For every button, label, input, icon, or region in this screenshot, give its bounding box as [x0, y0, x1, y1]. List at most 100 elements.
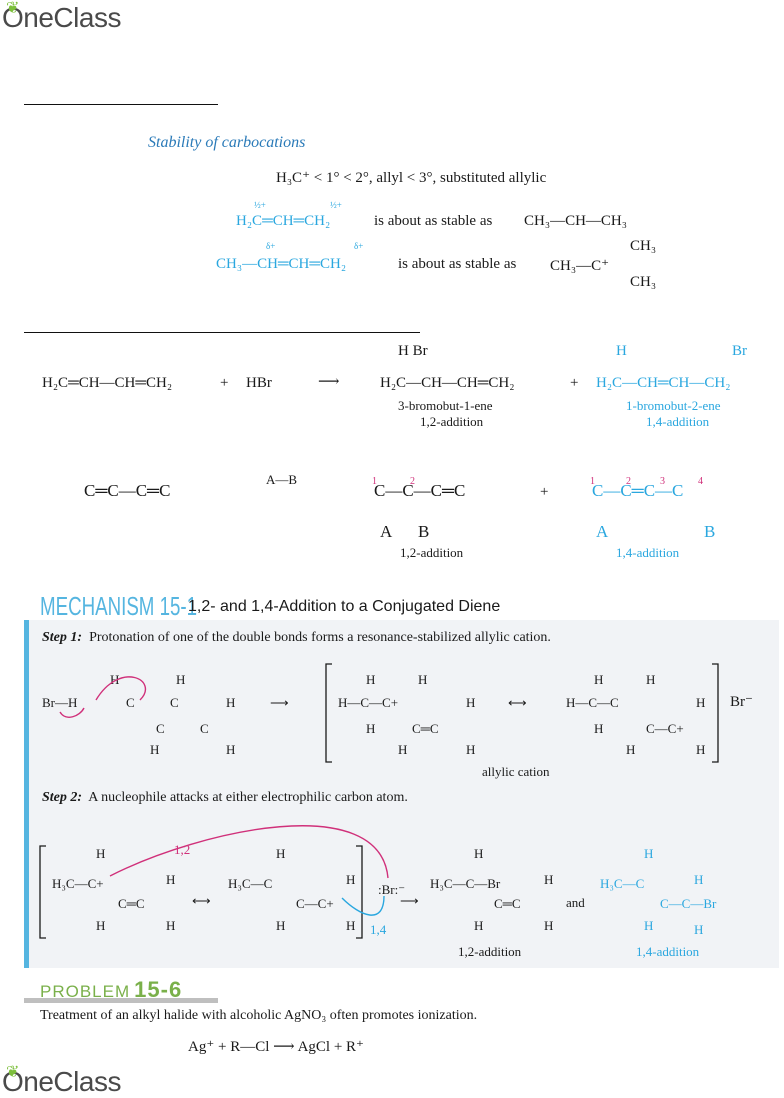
problem-heading: PROBLEM 15-6: [40, 977, 182, 1003]
svg-text:H: H: [594, 721, 603, 736]
svg-text:H: H: [466, 695, 475, 710]
half-plus-2: ½+: [330, 200, 342, 210]
header-logo-text: OneClass: [2, 2, 121, 33]
isopropyl-cation: CH₃—CH—CH₃: [524, 213, 627, 229]
problem-text: Treatment of an alkyl halide with alcoho…: [40, 1008, 478, 1023]
num-14-4: 4: [698, 476, 703, 487]
p12-substituents: H Br: [398, 343, 428, 359]
mechanism-box: [24, 620, 779, 968]
p12-formula: H₂C—CH—CH═CH₂: [380, 375, 515, 391]
svg-text:⟶: ⟶: [270, 695, 289, 710]
p14-formula: H₂C—CH═CH—CH₂: [596, 375, 731, 391]
svg-text:H: H: [166, 872, 175, 887]
svg-text:H: H: [150, 742, 159, 757]
general-p14-B: B: [704, 522, 716, 541]
svg-text:C═C: C═C: [118, 896, 145, 911]
svg-text:H: H: [544, 872, 553, 887]
allylic-cation-caption: allylic cation: [482, 764, 550, 779]
mechanism-title: MECHANISM 15-1: [40, 591, 198, 621]
svg-text:H: H: [544, 918, 553, 933]
footer-logo: ❦ OneClass: [2, 1064, 121, 1098]
svg-text:H: H: [646, 672, 655, 687]
svg-text:H₃C—C: H₃C—C: [228, 876, 272, 891]
svg-text:H: H: [696, 742, 705, 757]
p12-type: 1,2-addition: [420, 414, 484, 429]
p12-name: 3-bromobut-1-ene: [398, 398, 493, 413]
svg-text:H: H: [626, 742, 635, 757]
svg-text:C: C: [200, 721, 209, 736]
hbr-reagent: HBr: [246, 375, 272, 391]
comparison-text-1: is about as stable as: [374, 213, 493, 229]
arrow-label-14: 1,4: [370, 922, 387, 937]
svg-text:H—C—C+: H—C—C+: [338, 695, 398, 710]
svg-text:H: H: [346, 872, 355, 887]
general-p14-chain: C—C═C—C: [592, 481, 684, 500]
svg-text:H: H: [694, 922, 703, 937]
general-p14-type: 1,4-addition: [616, 545, 680, 560]
svg-text:H: H: [96, 918, 105, 933]
plus-sign-1: +: [220, 375, 229, 391]
bromide-counterion: Br⁻: [730, 694, 753, 710]
leaf-icon: ❦: [6, 0, 19, 17]
svg-text:H: H: [474, 918, 483, 933]
delta-plus-1: δ+: [266, 241, 276, 251]
num-14-1: 1: [590, 476, 595, 487]
svg-text:H: H: [366, 672, 375, 687]
svg-text:H: H: [346, 918, 355, 933]
general-p12-A: A: [380, 522, 393, 541]
svg-text:H: H: [696, 695, 705, 710]
svg-text:H: H: [694, 872, 703, 887]
general-p12-chain: C—C—C═C: [374, 481, 466, 500]
svg-text:H: H: [176, 672, 185, 687]
and-text: and: [566, 895, 585, 910]
general-reagent: A—B: [266, 472, 298, 487]
comparison-text-2: is about as stable as: [398, 256, 517, 272]
butadiene: H₂C═CH—CH═CH₂: [42, 375, 173, 391]
leaf-icon: ❦: [6, 1064, 19, 1081]
section-rule-1: [24, 104, 218, 105]
step2-text: A nucleophile attacks at either electrop…: [88, 790, 408, 805]
header-logo: ❦ OneClass: [2, 0, 121, 34]
svg-text:⟷: ⟷: [192, 893, 211, 908]
p14-type: 1,4-addition: [646, 414, 710, 429]
methylallyl-cation: CH₃—CH═CH═CH₂: [216, 256, 347, 272]
svg-text:H: H: [644, 918, 653, 933]
step2-label: Step 2:: [42, 790, 83, 805]
svg-text:H: H: [166, 918, 175, 933]
step2: Step 2: A nucleophile attacks at either …: [42, 790, 408, 806]
svg-text:H₃C—C: H₃C—C: [600, 876, 644, 891]
p14-h: H: [616, 343, 627, 359]
general-p12-type: 1,2-addition: [400, 545, 464, 560]
general-diene: C═C—C═C: [84, 481, 171, 500]
problem-number: 15-6: [134, 977, 183, 1002]
allyl-cation: H₂C═CH═CH₂: [236, 213, 331, 229]
footer-logo-text: OneClass: [2, 1066, 121, 1097]
general-p12-B: B: [418, 522, 430, 541]
problem-equation: Ag⁺ + R—Cl ⟶ AgCl + R⁺: [188, 1039, 364, 1055]
step1-text: Protonation of one of the double bonds f…: [89, 630, 551, 645]
svg-text:H: H: [466, 742, 475, 757]
svg-text:H: H: [418, 672, 427, 687]
plus-sign-2: +: [570, 375, 579, 391]
svg-text:H: H: [398, 742, 407, 757]
svg-text:H₃C—C+: H₃C—C+: [52, 876, 104, 891]
svg-text:H: H: [226, 695, 235, 710]
svg-text:C—C—Br: C—C—Br: [660, 896, 717, 911]
problem-label: PROBLEM: [40, 982, 131, 1001]
section-rule-2: [24, 332, 420, 333]
svg-text:C═C: C═C: [412, 721, 439, 736]
tbu-ch3-bottom: CH₃: [630, 274, 657, 290]
svg-text:H—C—C: H—C—C: [566, 695, 619, 710]
svg-text:H: H: [366, 721, 375, 736]
product-14-caption: 1,4-addition: [636, 944, 700, 959]
svg-text:⟶: ⟶: [400, 893, 419, 908]
svg-text:C: C: [126, 695, 135, 710]
step1-label: Step 1:: [42, 630, 83, 645]
stability-order: H₃C⁺ < 1° < 2°, allyl < 3°, substituted …: [276, 170, 547, 186]
step1: Step 1: Protonation of one of the double…: [42, 630, 551, 646]
mechanism-subtitle: 1,2- and 1,4-Addition to a Conjugated Di…: [188, 598, 501, 615]
hbr-atoms: Br—H: [42, 695, 77, 710]
svg-text:H: H: [276, 846, 285, 861]
svg-text:H: H: [644, 846, 653, 861]
